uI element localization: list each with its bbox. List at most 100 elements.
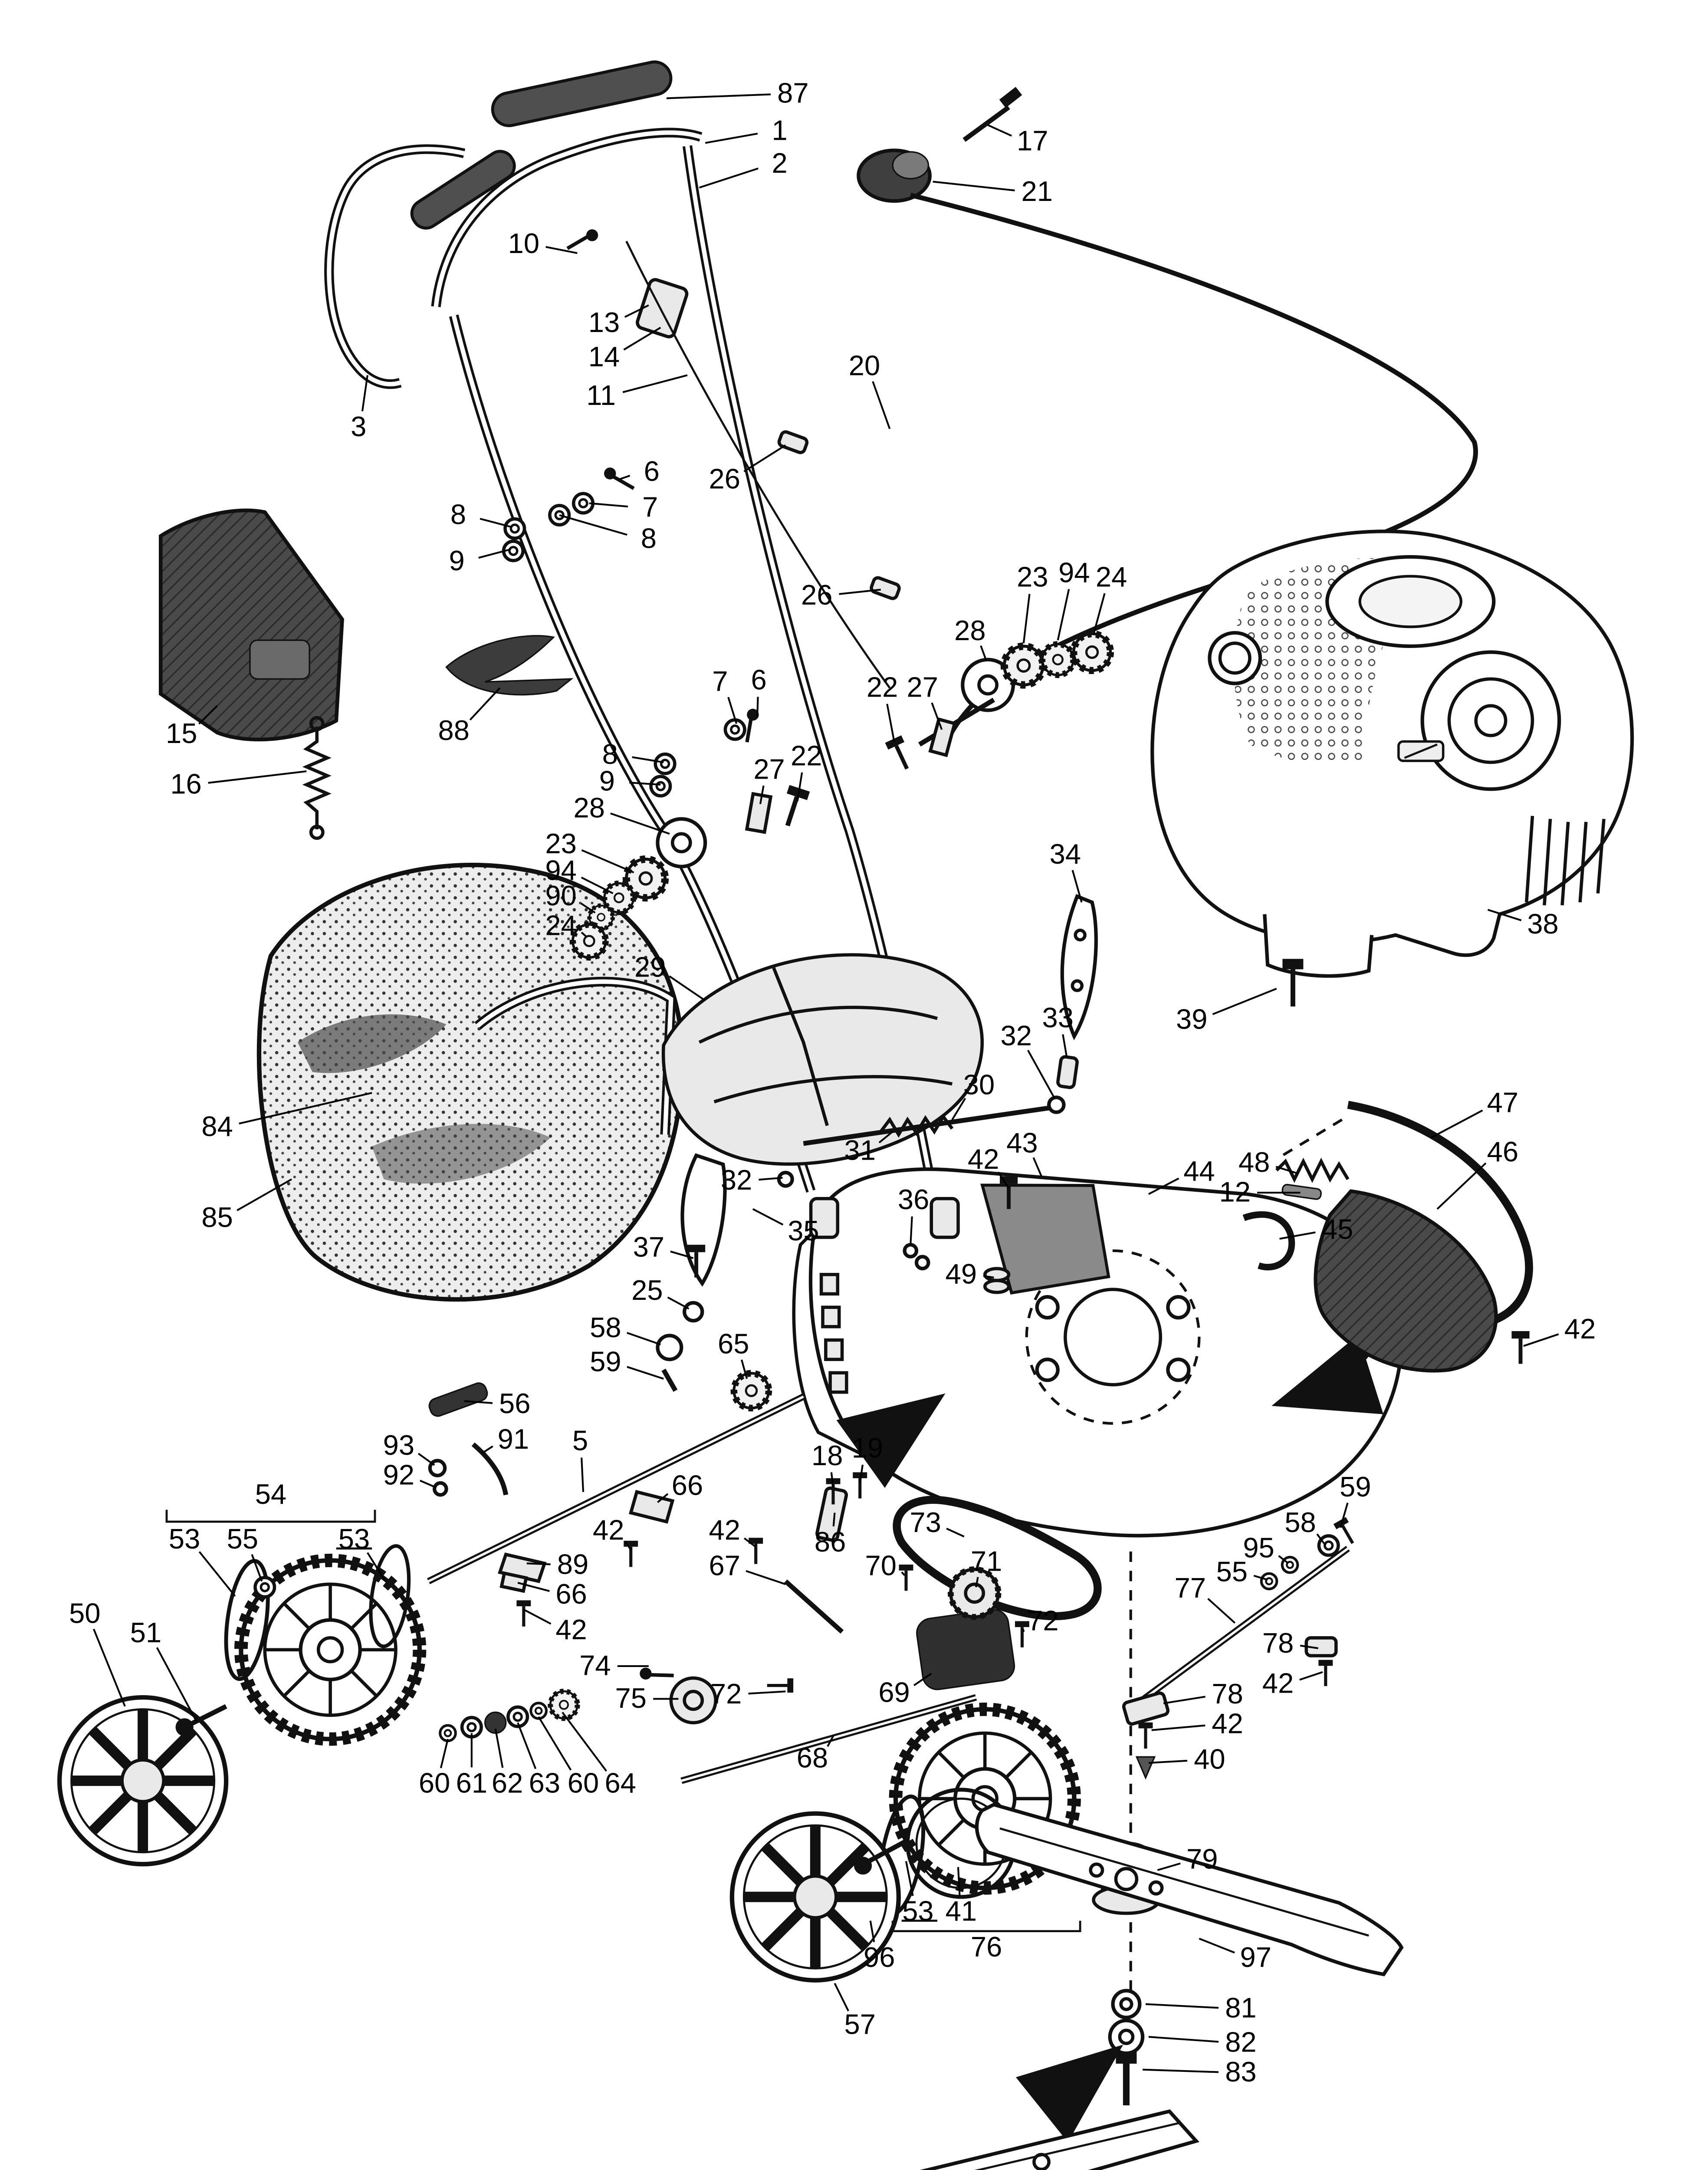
bracket-34-hole [1074, 928, 1087, 942]
callout-label-94: 94 [545, 855, 576, 886]
cable-clip-26a [777, 430, 809, 454]
callout-label-14: 14 [588, 341, 620, 372]
callout-label-36: 36 [898, 1184, 929, 1215]
callout-label-28: 28 [954, 615, 985, 646]
callout-label-77: 77 [1175, 1572, 1206, 1604]
callout-label-21: 21 [1021, 175, 1052, 207]
leader-line-82 [1148, 2036, 1219, 2043]
wheel-spokes [265, 1584, 396, 1716]
disc-28l-hub [670, 832, 692, 854]
washer-55r [1261, 1574, 1277, 1589]
callout-label-53: 53 [902, 1895, 933, 1927]
blade-97 [975, 1802, 1404, 1976]
callout-label-7: 7 [712, 665, 728, 697]
bag-side-panel [159, 508, 344, 742]
handle-grip-87 [491, 60, 673, 127]
gear-23r [1004, 646, 1043, 685]
callout-label-22: 22 [867, 671, 898, 703]
callout-label-48: 48 [1238, 1146, 1270, 1178]
deflector-88 [445, 635, 574, 696]
leader-line-27 [759, 785, 765, 804]
callout-label-68: 68 [797, 1742, 828, 1773]
cover-spokes [71, 1709, 214, 1852]
washer-55 [255, 1578, 275, 1597]
leader-line-31 [878, 1131, 893, 1144]
callout-label-66: 66 [672, 1469, 703, 1501]
rod-end-32a [1047, 1095, 1066, 1114]
callout-label-19: 19 [852, 1432, 883, 1464]
callout-label-62: 62 [492, 1767, 523, 1799]
washer-92 [433, 1481, 448, 1497]
baffle-ribs [698, 1006, 953, 1104]
cylinder-33 [1056, 1055, 1079, 1089]
gear-94r [1042, 644, 1073, 675]
bolt-42s [1139, 1723, 1153, 1749]
callout-label-10: 10 [508, 227, 539, 259]
blade-arrow [1015, 2045, 1123, 2143]
leader-line-30 [951, 1098, 966, 1120]
callout-label-31: 31 [844, 1134, 875, 1166]
callout-label-93: 93 [383, 1429, 414, 1461]
leader-line-5 [581, 1457, 585, 1492]
callout-label-47: 47 [1487, 1087, 1518, 1118]
washer-8a [505, 519, 525, 539]
leader-line-71 [975, 1577, 979, 1588]
pulley-75 [669, 1676, 717, 1725]
door-frame-47 [1347, 1101, 1533, 1326]
leader-line-87 [666, 93, 771, 99]
leader-line-26 [743, 444, 786, 472]
leader-line-94 [1057, 589, 1070, 641]
callout-label-67: 67 [709, 1550, 740, 1581]
callout-label-29: 29 [634, 951, 666, 983]
leader-line-78 [1300, 1644, 1319, 1649]
washer-60a [440, 1726, 456, 1741]
leader-line-39 [1212, 988, 1277, 1015]
bolt-51-head [175, 1718, 194, 1736]
callout-label-30: 30 [963, 1069, 995, 1101]
leader-line-72 [1022, 1629, 1025, 1632]
blade-assembly [920, 1802, 1404, 2170]
leader-line-73 [946, 1528, 965, 1538]
bracket-27l [745, 792, 773, 834]
bracket-34-hole [1071, 979, 1084, 992]
callout-label-57: 57 [844, 2008, 875, 2040]
leader-line-65 [741, 1359, 748, 1379]
washer-81 [1111, 1989, 1142, 2019]
deck-stud [1035, 1358, 1060, 1382]
gear-24r [1074, 634, 1110, 671]
leader-line-42 [744, 1537, 756, 1548]
bag-frame-tube-inner [476, 979, 673, 1135]
callout-label-58: 58 [590, 1312, 621, 1343]
leader-line-25 [667, 1296, 690, 1310]
wheel-bore [316, 1636, 344, 1664]
leader-line-22 [886, 704, 895, 742]
callout-label-8: 8 [602, 738, 618, 770]
washer-81-hole [1119, 1997, 1133, 2011]
leader-line-70 [901, 1571, 906, 1576]
callout-label-72: 72 [710, 1678, 742, 1710]
leader-line-53 [905, 1861, 914, 1896]
leader-line-67 [746, 1570, 786, 1585]
leader-line-24 [581, 931, 587, 937]
callout-label-37: 37 [633, 1231, 664, 1263]
engine-oil-cap [1208, 631, 1262, 685]
callout-label-73: 73 [910, 1506, 941, 1538]
callout-label-49: 49 [946, 1258, 977, 1289]
callout-label-42: 42 [1212, 1707, 1243, 1739]
deck-vent [824, 1338, 844, 1361]
callout-label-55: 55 [1216, 1555, 1248, 1587]
callout-label-6: 6 [751, 664, 766, 695]
leader-line-96 [869, 1920, 875, 1943]
leader-line-37 [670, 1250, 694, 1259]
deck-center-hole [1064, 1288, 1163, 1387]
callout-label-64: 64 [604, 1767, 636, 1799]
callout-label-55: 55 [227, 1523, 258, 1555]
leader-line-66 [517, 1581, 550, 1592]
leader-line-42 [997, 1171, 1010, 1189]
leader-line-97 [1199, 1937, 1235, 1954]
mid-hardware [428, 1245, 1029, 1725]
deck-outline [808, 1167, 1403, 1538]
leader-line-84 [239, 1092, 372, 1124]
